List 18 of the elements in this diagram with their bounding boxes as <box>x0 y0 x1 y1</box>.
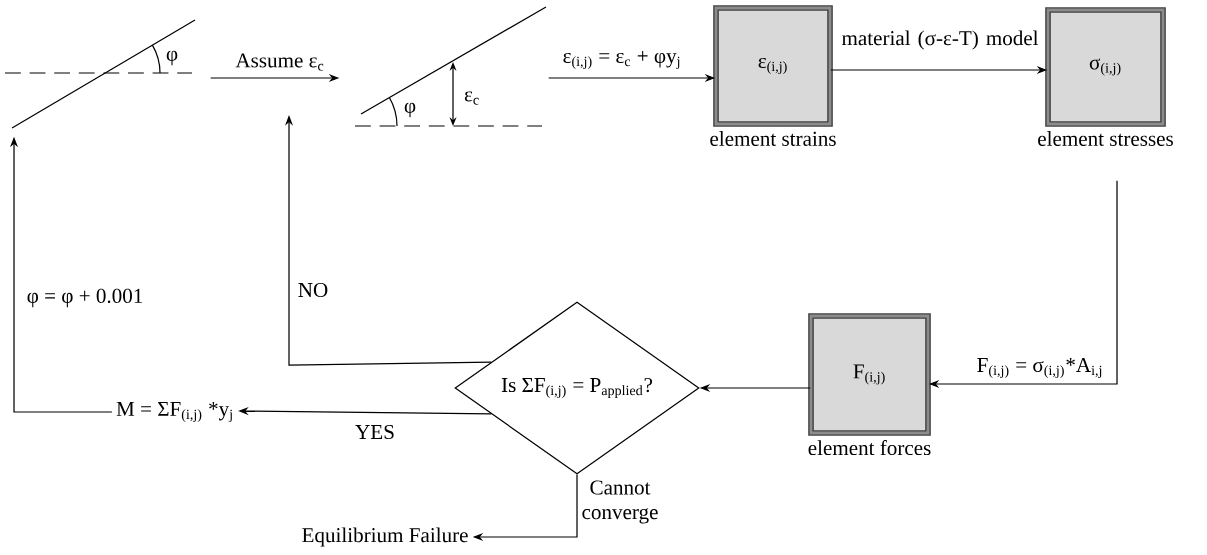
angle-drawing: φ <box>4 19 196 129</box>
edge-label: NO <box>298 282 328 298</box>
edge-label: YES <box>355 424 394 440</box>
element-box: F$_{(i,j)}$ <box>808 313 931 436</box>
edge-label: φ = φ + 0.001 <box>27 288 143 308</box>
edge-label: material (σ-ε-T) model <box>841 30 1039 50</box>
edge-label: ε$_{(i,j)}$ = ε$_{c}$ + φy$_{j}$ <box>563 51 680 70</box>
edge-label: F$_{(i,j)}$ = σ$_{(i,j)}$*A$_{i,j}$ <box>977 357 1102 379</box>
caption-text: element strains <box>710 131 836 146</box>
element-box: ε$_{(i,j)}$ <box>713 5 833 127</box>
element-box: σ$_{(i,j)}$ <box>1045 7 1166 127</box>
result-text: M = ΣF$_{(i,j)}$ *y$_{j}$ <box>116 402 232 422</box>
caption-text: element forces <box>808 440 931 456</box>
caption-text: element stresses <box>1038 131 1173 146</box>
result-text: Equilibrium Failure <box>302 527 468 547</box>
edge-label: Assume ε$_{c}$ <box>235 53 324 71</box>
edge-label: Cannot converge <box>582 480 658 524</box>
angle-drawing: φ ε$_{c}$ <box>404 91 479 118</box>
